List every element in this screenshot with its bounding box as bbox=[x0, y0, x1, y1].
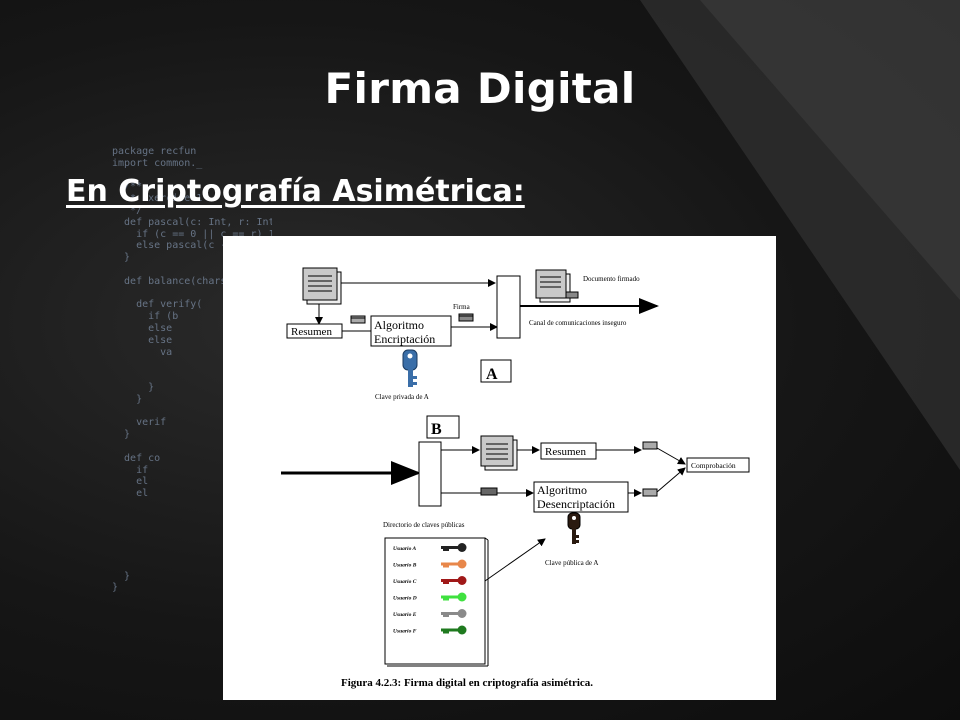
user-key-shaft bbox=[441, 612, 459, 615]
user-key-teeth bbox=[443, 549, 449, 551]
user-key-teeth bbox=[443, 631, 449, 634]
signature-block-icon bbox=[458, 313, 474, 322]
user-key-icon bbox=[457, 559, 467, 569]
signature-diagram: Resumen Algoritmo Encriptación Firma Doc… bbox=[223, 236, 776, 700]
resumen-label-a: Resumen bbox=[291, 326, 332, 338]
background-code-line: va bbox=[112, 346, 173, 358]
clave-privada-label: Clave privada de A bbox=[375, 393, 429, 401]
user-key-teeth bbox=[443, 598, 449, 601]
user-label: Usuario D bbox=[393, 596, 417, 602]
combiner-box bbox=[496, 275, 521, 339]
user-key-row: Usuario B bbox=[393, 559, 467, 569]
background-code-line: package recfun bbox=[112, 146, 197, 157]
user-label: Usuario A bbox=[393, 546, 417, 552]
arrow-to-compare-1 bbox=[656, 447, 686, 465]
comprobacion-label: Comprobación bbox=[691, 461, 736, 470]
algo-dec-line1: Algoritmo bbox=[537, 483, 587, 497]
box-a-label: A bbox=[486, 366, 498, 383]
background-code-line: if bbox=[112, 464, 149, 476]
firma-label: Firma bbox=[453, 303, 471, 311]
user-key-shaft bbox=[441, 595, 459, 599]
arrow-directory-to-key bbox=[484, 538, 546, 582]
slide-subtitle: En Criptografía Asimétrica: bbox=[66, 174, 525, 209]
figure-caption: Figura 4.2.3: Firma digital en criptogra… bbox=[341, 677, 593, 689]
background-code-line: el bbox=[112, 476, 149, 488]
user-key-teeth bbox=[443, 615, 449, 617]
user-label: Usuario E bbox=[393, 612, 417, 618]
background-code-line: def pascal(c: Int, r: Int): Int = { bbox=[124, 216, 272, 228]
signed-document-icon bbox=[535, 269, 579, 303]
user-label: Usuario F bbox=[393, 629, 417, 635]
user-key-icon bbox=[457, 543, 467, 552]
box-a bbox=[480, 359, 512, 383]
background-code-line: if (c == 0 || c == r) 1 bbox=[112, 228, 272, 240]
comprobacion-box bbox=[686, 457, 750, 473]
hash-block-b-icon bbox=[642, 441, 658, 450]
background-code-line: el bbox=[112, 488, 149, 500]
background-code-line: def co bbox=[112, 452, 161, 464]
user-key-icon bbox=[457, 609, 467, 618]
decryption-algorithm-box bbox=[533, 481, 629, 513]
resumen-label-b: Resumen bbox=[545, 446, 586, 458]
background-code-line: */ bbox=[112, 204, 143, 216]
documento-firmado-label: Documento firmado bbox=[583, 275, 640, 283]
user-key-shaft bbox=[441, 562, 459, 566]
box-b bbox=[426, 415, 460, 439]
key-directory-box bbox=[384, 537, 486, 665]
background-code-line: if (b bbox=[112, 311, 179, 323]
private-key-icon bbox=[402, 349, 418, 387]
resumen-box-b bbox=[540, 442, 597, 460]
user-key-teeth bbox=[443, 565, 449, 568]
background-code-line: else bbox=[112, 322, 173, 334]
background-code-line: verif bbox=[112, 417, 167, 429]
background-code-line: } bbox=[112, 381, 155, 393]
background-code-line: } bbox=[112, 429, 131, 441]
user-key-shaft bbox=[441, 628, 459, 632]
source-document-icon bbox=[302, 267, 342, 305]
directorio-label: Directorio de claves públicas bbox=[383, 521, 465, 529]
background-code-line: } bbox=[112, 393, 143, 405]
user-key-row: Usuario A bbox=[393, 543, 467, 552]
public-key-icon bbox=[567, 512, 581, 544]
user-key-list: Usuario A Usuario B Usuario C Usuario D Usua… bbox=[393, 543, 467, 635]
algo-enc-line1: Algoritmo bbox=[374, 318, 424, 332]
canal-label: Canal de comunicaciones inseguro bbox=[529, 319, 627, 327]
background-code-line: } bbox=[112, 582, 119, 594]
background-code-line: /** bbox=[112, 181, 143, 193]
background-code-line: * Exercise 1 bbox=[112, 193, 203, 205]
background-code-line: def verify( bbox=[112, 299, 203, 311]
user-label: Usuario C bbox=[393, 579, 417, 585]
user-key-teeth bbox=[443, 582, 449, 584]
user-key-row: Usuario F bbox=[393, 625, 467, 635]
user-key-row: Usuario E bbox=[393, 609, 467, 618]
signature-block-b-icon bbox=[480, 487, 498, 496]
splitter-box bbox=[418, 441, 442, 507]
algo-dec-line2: Desencriptación bbox=[537, 497, 615, 511]
slide-title: Firma Digital bbox=[324, 64, 636, 113]
user-key-shaft bbox=[441, 546, 459, 549]
hash-block-c-icon bbox=[642, 488, 658, 497]
user-key-icon bbox=[457, 576, 467, 585]
background-code-line: } bbox=[112, 570, 131, 582]
received-document-icon bbox=[480, 435, 518, 471]
arrow-to-compare-2 bbox=[656, 467, 686, 493]
background-code-line: else bbox=[112, 334, 173, 346]
encryption-algorithm-box bbox=[370, 315, 452, 347]
hash-block-icon bbox=[350, 315, 366, 324]
user-key-shaft bbox=[441, 579, 459, 582]
user-key-row: Usuario D bbox=[393, 592, 467, 602]
user-label: Usuario B bbox=[393, 563, 417, 569]
user-key-icon bbox=[457, 625, 467, 635]
user-key-icon bbox=[457, 592, 467, 602]
box-b-label: B bbox=[431, 421, 442, 438]
user-key-row: Usuario C bbox=[393, 576, 467, 585]
algo-enc-line2: Encriptación bbox=[374, 332, 435, 346]
background-code-line: import common._ bbox=[112, 157, 203, 169]
background-code-line: } bbox=[112, 252, 131, 264]
clave-publica-label: Clave pública de A bbox=[545, 559, 598, 567]
